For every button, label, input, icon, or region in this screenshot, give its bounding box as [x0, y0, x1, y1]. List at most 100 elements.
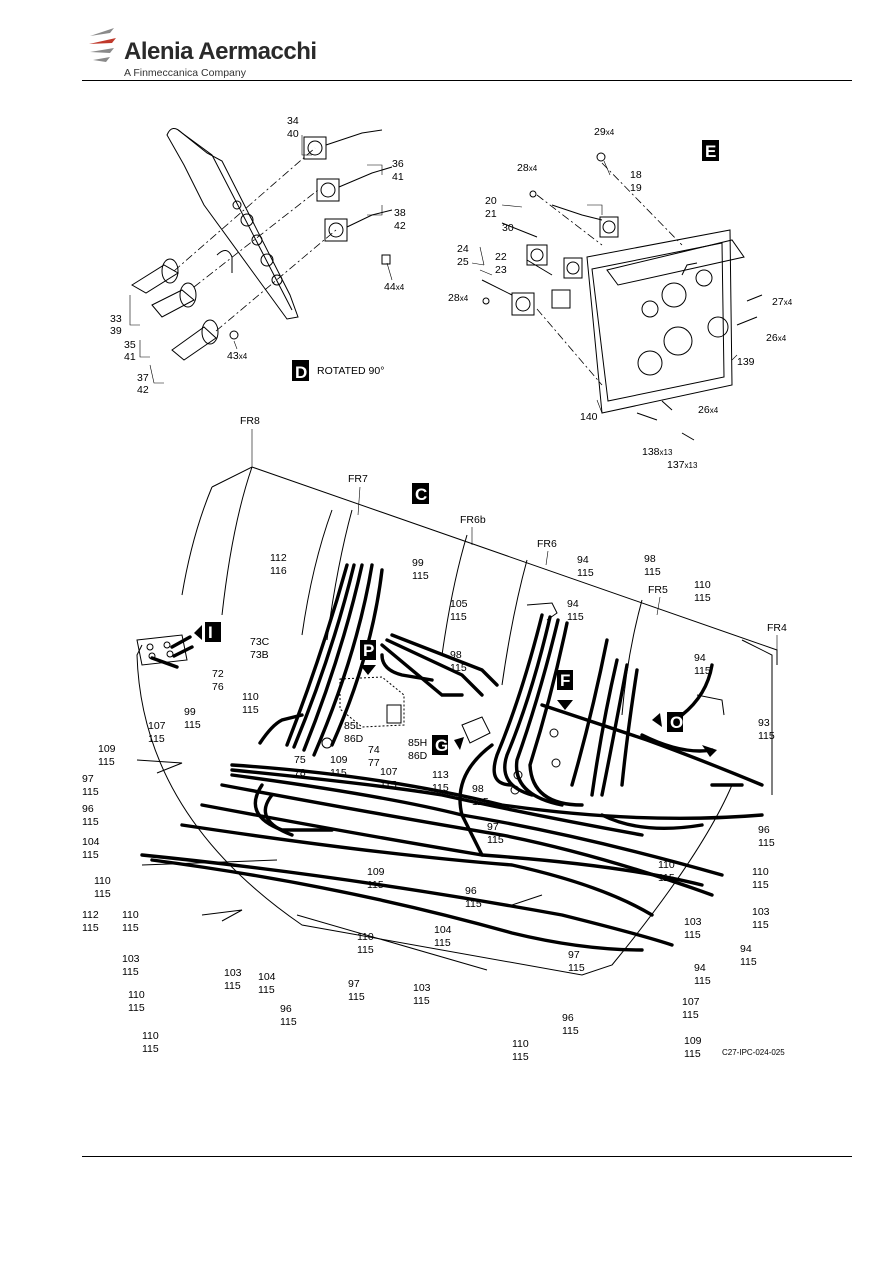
svg-text:98: 98 [450, 649, 462, 661]
svg-text:103: 103 [752, 906, 770, 918]
view-d-caption: ROTATED 90° [317, 365, 384, 377]
svg-text:115: 115 [412, 570, 429, 582]
svg-text:115: 115 [658, 872, 675, 884]
svg-text:104: 104 [434, 924, 452, 936]
svg-text:96: 96 [82, 803, 94, 815]
svg-text:73C: 73C [250, 636, 270, 648]
svg-text:112: 112 [270, 552, 287, 564]
callout-41: 41 [392, 171, 404, 183]
callout-38: 38 [394, 207, 406, 219]
svg-text:78: 78 [294, 767, 306, 779]
svg-text:F: F [560, 671, 570, 690]
frame-label-fr8: FR8 [240, 415, 260, 427]
svg-text:115: 115 [82, 849, 99, 861]
callout-29: 29x4 [594, 126, 615, 138]
svg-text:97: 97 [487, 821, 499, 833]
svg-text:115: 115 [94, 888, 111, 900]
svg-text:75: 75 [294, 754, 306, 766]
svg-text:113: 113 [432, 769, 449, 781]
view-d-panel: 34 40 36 41 38 42 44x4 33 39 35 41 37 42… [110, 115, 406, 396]
callout-30: 30 [502, 222, 514, 234]
svg-text:85L: 85L [344, 720, 362, 732]
callout-28b: 28x4 [448, 292, 469, 304]
view-o-marker: O [652, 712, 717, 757]
svg-text:103: 103 [684, 916, 702, 928]
alenia-logo-icon [89, 28, 116, 62]
svg-text:86D: 86D [408, 750, 428, 762]
callout-41b: 41 [124, 351, 136, 363]
svg-text:115: 115 [758, 837, 775, 849]
svg-text:115: 115 [644, 566, 661, 578]
svg-text:115: 115 [148, 733, 165, 745]
svg-text:94: 94 [567, 598, 579, 610]
callout-23: 23 [495, 264, 507, 276]
svg-text:109: 109 [98, 743, 116, 755]
svg-text:G: G [435, 736, 448, 755]
svg-text:97: 97 [348, 978, 360, 990]
svg-text:107: 107 [682, 996, 700, 1008]
callout-138: 138x13 [642, 446, 673, 458]
svg-text:109: 109 [367, 866, 385, 878]
svg-text:96: 96 [280, 1003, 292, 1015]
svg-text:96: 96 [758, 824, 770, 836]
callout-26: 26x4 [766, 332, 787, 344]
svg-text:115: 115 [512, 1051, 529, 1063]
svg-text:115: 115 [184, 719, 201, 731]
svg-text:115: 115 [684, 1048, 701, 1060]
svg-text:115: 115 [82, 816, 99, 828]
svg-text:103: 103 [122, 953, 140, 965]
svg-text:115: 115 [577, 567, 594, 579]
svg-text:115: 115 [348, 991, 365, 1003]
svg-text:94: 94 [740, 943, 752, 955]
svg-text:115: 115 [752, 919, 769, 931]
svg-text:94: 94 [694, 962, 706, 974]
svg-text:77: 77 [368, 757, 380, 769]
callout-36: 36 [392, 158, 404, 170]
callout-24: 24 [457, 243, 469, 255]
svg-text:104: 104 [258, 971, 276, 983]
svg-text:110: 110 [357, 931, 374, 943]
callout-21: 21 [485, 208, 497, 220]
svg-text:O: O [670, 713, 683, 732]
brand-name: Alenia Aermacchi [124, 38, 317, 65]
svg-text:115: 115 [487, 834, 504, 846]
svg-text:110: 110 [94, 875, 111, 887]
svg-text:85H: 85H [408, 737, 427, 749]
svg-text:98: 98 [472, 783, 484, 795]
callout-28: 28x4 [517, 162, 538, 174]
footer-rule [82, 1156, 852, 1157]
header-rule [82, 80, 852, 81]
view-e-assembly: 29x4 28x4 18 19 20 21 30 24 25 22 23 28x… [448, 126, 793, 471]
view-i-marker: I [194, 622, 221, 642]
drawing-id: C27-IPC-024-025 [722, 1048, 785, 1057]
callout-22: 22 [495, 251, 507, 263]
svg-text:P: P [363, 641, 374, 660]
svg-text:105: 105 [450, 598, 468, 610]
callout-27: 27x4 [772, 296, 793, 308]
svg-text:109: 109 [330, 754, 348, 766]
svg-text:97: 97 [568, 949, 580, 961]
svg-text:115: 115 [740, 956, 757, 968]
svg-text:115: 115 [450, 611, 467, 623]
svg-text:115: 115 [684, 929, 701, 941]
svg-text:93: 93 [758, 717, 770, 729]
svg-text:115: 115 [142, 1043, 159, 1055]
ipc-illustration: 34 40 36 41 38 42 44x4 33 39 35 41 37 42… [82, 115, 793, 1063]
svg-text:104: 104 [82, 836, 100, 848]
svg-text:115: 115 [330, 767, 347, 779]
svg-text:115: 115 [562, 1025, 579, 1037]
svg-text:96: 96 [465, 885, 477, 897]
callout-34: 34 [287, 115, 299, 127]
frame-label-fr6b: FR6b [460, 514, 486, 526]
svg-text:115: 115 [432, 782, 449, 794]
svg-text:109: 109 [684, 1035, 702, 1047]
svg-text:110: 110 [694, 579, 711, 591]
view-e-box [702, 140, 719, 161]
svg-text:107: 107 [148, 720, 166, 732]
svg-text:115: 115 [367, 879, 384, 891]
svg-text:115: 115 [82, 786, 99, 798]
svg-text:115: 115 [258, 984, 275, 996]
svg-text:115: 115 [242, 704, 259, 716]
frame-label-fr6: FR6 [537, 538, 557, 550]
